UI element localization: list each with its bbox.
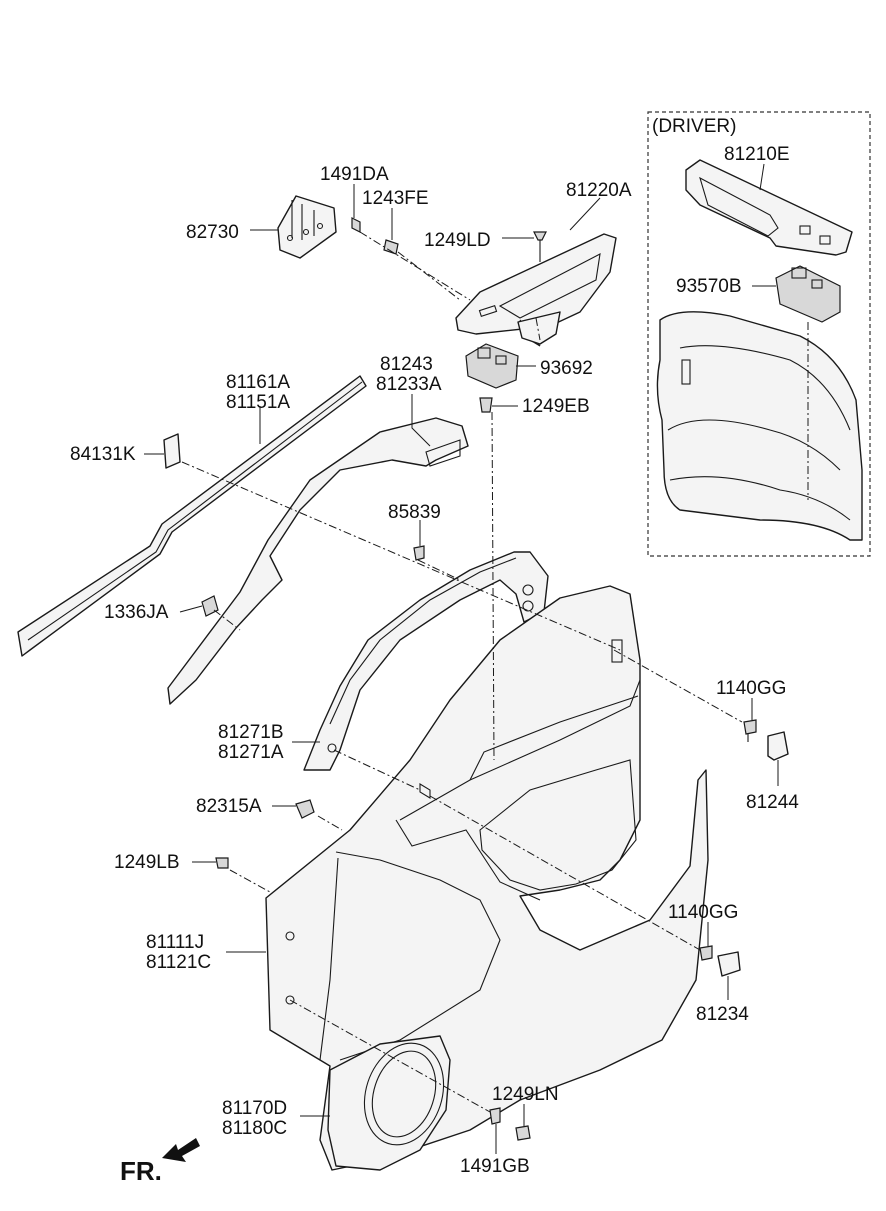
label-81234: 81234 xyxy=(696,1004,749,1025)
screw-1140GG-upper[interactable] xyxy=(743,719,757,742)
screw-1249LN[interactable] xyxy=(515,1125,531,1141)
label-1336JA: 1336JA xyxy=(104,602,169,623)
bezel-slot-1 xyxy=(799,225,811,235)
label-82315A: 82315A xyxy=(196,796,262,817)
label-93570B: 93570B xyxy=(676,276,742,297)
label-81170D: 81170D xyxy=(222,1098,287,1119)
bezel-slot-2 xyxy=(819,235,831,245)
part-81220A-grip[interactable] xyxy=(455,233,617,347)
cap-81244[interactable] xyxy=(767,731,789,761)
screw-85839[interactable] xyxy=(413,545,425,561)
label-81111J: 81111J xyxy=(146,932,204,953)
front-arrow-icon xyxy=(162,1138,200,1162)
label-81271B: 81271B xyxy=(218,722,284,743)
clip-82315A[interactable] xyxy=(295,799,315,819)
label-81180C: 81180C xyxy=(222,1118,287,1139)
label-1140GG-lower: 1140GG xyxy=(668,902,738,923)
label-81233A: 81233A xyxy=(376,374,442,395)
switch-button-2 xyxy=(811,279,823,289)
label-93692: 93692 xyxy=(540,358,593,379)
label-81244: 81244 xyxy=(746,792,799,813)
inset-trim-line-3 xyxy=(669,476,851,521)
label-81151A: 81151A xyxy=(226,392,290,413)
label-85839: 85839 xyxy=(388,502,441,523)
part-93570B-switch[interactable] xyxy=(775,265,841,323)
label-1249LD: 1249LD xyxy=(424,230,491,251)
assembly-lines xyxy=(181,231,743,1113)
part-81210E-bezel[interactable] xyxy=(685,159,853,256)
label-1491GB: 1491GB xyxy=(460,1156,530,1177)
screw-1491DA[interactable] xyxy=(351,217,361,233)
front-label: FR. xyxy=(120,1156,162,1186)
labels: 82730 1491DA 1243FE 1249LD 81220A 81210E… xyxy=(70,144,799,1177)
screw-1249LB[interactable] xyxy=(215,857,229,869)
bracket-82730[interactable] xyxy=(277,195,337,259)
part-84131K-clip[interactable] xyxy=(163,433,181,469)
inset-trim-line-2 xyxy=(667,419,841,471)
driver-inset: (DRIVER) xyxy=(647,111,871,557)
label-1249LB: 1249LB xyxy=(114,852,180,873)
inset-title: (DRIVER) xyxy=(652,116,736,137)
cap-81234[interactable] xyxy=(717,951,741,977)
label-81243: 81243 xyxy=(380,354,433,375)
screw-1249LD[interactable] xyxy=(533,231,547,262)
bezel-opening xyxy=(699,176,779,237)
screw-1243FE[interactable] xyxy=(383,239,399,255)
leader-lines xyxy=(144,163,779,1154)
label-81121C: 81121C xyxy=(146,952,211,973)
screw-1491GB[interactable] xyxy=(489,1107,501,1125)
label-81161A: 81161A xyxy=(226,372,290,393)
label-81220A: 81220A xyxy=(566,180,632,201)
inset-trim-line-1 xyxy=(679,345,851,431)
label-1140GG-upper: 1140GG xyxy=(716,678,786,699)
label-81210E: 81210E xyxy=(724,144,790,165)
nut-1336JA[interactable] xyxy=(201,595,219,617)
switch-button-1 xyxy=(791,267,807,279)
part-81170D-speaker-grille[interactable] xyxy=(327,1033,456,1171)
part-81111J-door-trim[interactable] xyxy=(265,585,709,1171)
label-81271A: 81271A xyxy=(218,742,284,763)
label-1249EB: 1249EB xyxy=(522,396,590,417)
part-81161A-weatherstrip[interactable] xyxy=(17,375,367,657)
label-82730: 82730 xyxy=(186,222,239,243)
front-direction-indicator: FR. xyxy=(120,1138,200,1186)
label-84131K: 84131K xyxy=(70,444,136,465)
inset-trim-slot xyxy=(681,359,691,385)
label-1249LN: 1249LN xyxy=(492,1084,559,1105)
screw-1140GG-lower[interactable] xyxy=(699,945,713,961)
part-81243-trim[interactable] xyxy=(167,417,469,705)
label-1243FE: 1243FE xyxy=(362,188,429,209)
label-1491DA: 1491DA xyxy=(320,164,389,185)
part-93692-switch[interactable] xyxy=(465,343,519,389)
screw-1249EB[interactable] xyxy=(479,397,493,413)
inset-door-trim xyxy=(656,311,863,541)
inset-frame xyxy=(647,111,871,557)
